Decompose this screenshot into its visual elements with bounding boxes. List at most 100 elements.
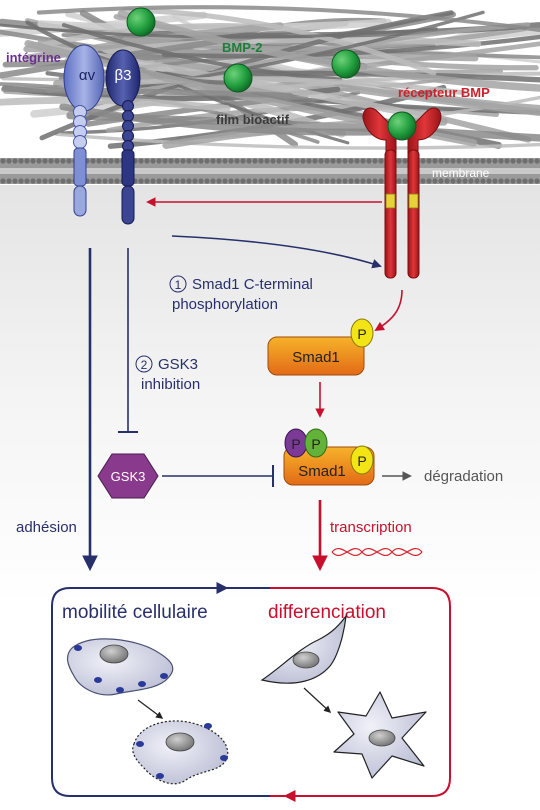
- lipid-head: [162, 158, 168, 164]
- lipid-head: [336, 158, 342, 164]
- lipid-head: [504, 178, 510, 184]
- lipid-head: [294, 158, 300, 164]
- lipid-head: [198, 158, 204, 164]
- smad1-linker-phosphorylated: P P P Smad1: [283, 428, 375, 486]
- lipid-head: [270, 178, 276, 184]
- lipid-head: [168, 178, 174, 184]
- lipid-head: [462, 158, 468, 164]
- lipid-head: [522, 158, 528, 164]
- lipid-head: [456, 158, 462, 164]
- step1-line1: Smad1 C-terminal: [192, 276, 313, 293]
- lipid-head: [402, 178, 408, 184]
- lipid-head: [204, 178, 210, 184]
- lipid-head: [486, 158, 492, 164]
- lipid-head: [216, 178, 222, 184]
- lipid-head: [342, 158, 348, 164]
- lipid-head: [144, 178, 150, 184]
- lipid-head: [12, 158, 18, 164]
- lipid-head: [234, 158, 240, 164]
- lipid-head: [420, 158, 426, 164]
- lipid-head: [528, 178, 534, 184]
- lipid-head: [90, 178, 96, 184]
- lipid-head: [228, 178, 234, 184]
- lipid-head: [48, 158, 54, 164]
- lipid-head: [168, 158, 174, 164]
- lipid-head: [54, 178, 60, 184]
- lipid-head: [252, 158, 258, 164]
- lipid-head: [462, 178, 468, 184]
- lipid-head: [258, 178, 264, 184]
- lipid-head: [222, 158, 228, 164]
- bmp2-molecule: [223, 63, 253, 93]
- lipid-head: [450, 178, 456, 184]
- lipid-head: [30, 178, 36, 184]
- lipid-head: [348, 178, 354, 184]
- lipid-head: [198, 178, 204, 184]
- lipid-head: [174, 158, 180, 164]
- lipid-head: [0, 158, 6, 164]
- lipid-head: [330, 178, 336, 184]
- differentiation-arrow: [303, 687, 332, 713]
- lipid-head: [432, 178, 438, 184]
- gsk3-kinase: GSK3: [97, 453, 159, 499]
- phospho-label: P: [291, 436, 300, 452]
- lipid-head: [270, 158, 276, 164]
- film-fiber: [0, 96, 231, 113]
- lipid-head: [180, 178, 186, 184]
- lipid-head: [300, 178, 306, 184]
- lipid-head: [534, 158, 540, 164]
- lipid-head: [396, 158, 402, 164]
- lipid-head: [138, 158, 144, 164]
- lipid-head: [378, 158, 384, 164]
- lipid-head: [54, 158, 60, 164]
- lipid-head: [48, 178, 54, 184]
- differentiation-label: differenciation: [268, 602, 386, 623]
- lipid-head: [240, 178, 246, 184]
- lipid-head: [6, 178, 12, 184]
- lipid-head: [456, 178, 462, 184]
- bioactive-film-label: film bioactif: [216, 112, 290, 127]
- lipid-head: [204, 158, 210, 164]
- cytoplasm-background: [0, 185, 540, 605]
- lipid-head: [480, 158, 486, 164]
- lipid-head: [498, 178, 504, 184]
- lipid-head: [36, 178, 42, 184]
- lipid-head: [174, 178, 180, 184]
- lipid-head: [450, 158, 456, 164]
- film-fiber: [122, 7, 437, 76]
- lipid-head: [528, 158, 534, 164]
- lipid-head: [90, 158, 96, 164]
- lipid-head: [276, 158, 282, 164]
- lipid-head: [150, 178, 156, 184]
- lipid-head: [504, 158, 510, 164]
- lipid-head: [438, 178, 444, 184]
- lipid-head: [114, 158, 120, 164]
- lipid-head: [30, 158, 36, 164]
- lipid-head: [246, 158, 252, 164]
- lipid-head: [468, 178, 474, 184]
- lipid-head: [144, 158, 150, 164]
- smad1-phosphorylated: Smad1 P: [267, 318, 374, 376]
- lipid-head: [192, 158, 198, 164]
- integrin-alpha-v: αv: [63, 44, 105, 217]
- film-fiber: [81, 36, 482, 57]
- lipid-head: [216, 158, 222, 164]
- lipid-head: [264, 158, 270, 164]
- lipid-head: [150, 158, 156, 164]
- lipid-head: [312, 178, 318, 184]
- lipid-head: [186, 178, 192, 184]
- lipid-head: [486, 178, 492, 184]
- film-fiber: [42, 23, 268, 48]
- lipid-head: [36, 158, 42, 164]
- lipid-head: [438, 158, 444, 164]
- step1-number: 1: [175, 278, 182, 292]
- lipid-head: [372, 178, 378, 184]
- lipid-head: [306, 158, 312, 164]
- differentiated-cell-icon: [333, 691, 427, 779]
- migrating-cell-icon: [66, 638, 174, 696]
- lipid-head: [12, 178, 18, 184]
- lipid-head: [360, 158, 366, 164]
- lipid-head: [426, 178, 432, 184]
- step2-number: 2: [141, 358, 148, 372]
- lipid-head: [366, 158, 372, 164]
